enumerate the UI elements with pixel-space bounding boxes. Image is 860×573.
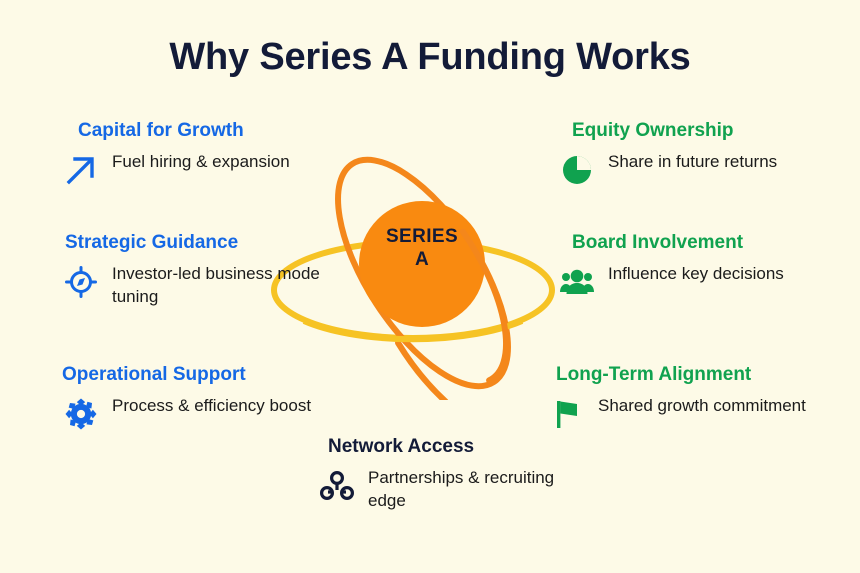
feature-description-network-access: Partnerships & recruiting edge	[368, 468, 555, 510]
feature-description-strategic-guidance: Investor-led business mode tuning	[112, 264, 320, 306]
feature-title-long-term-alignment: Long-Term Alignment	[556, 364, 752, 385]
feature-title-equity-ownership: Equity Ownership	[572, 120, 734, 141]
feature-description-equity-ownership: Share in future returns	[608, 152, 778, 171]
feature-body-capital-for-growth: Fuel hiring & expansion	[62, 149, 362, 189]
feature-body-strategic-guidance: Investor-led business mode tuning	[62, 261, 362, 308]
feature-operational-support: Operational Support	[62, 364, 362, 433]
feature-title-network-access: Network Access	[328, 436, 475, 457]
compass-icon	[62, 263, 100, 301]
feature-network-access: Network Access Partnerships & recruiting…	[318, 436, 568, 512]
feature-body-long-term-alignment: Shared growth commitment	[548, 393, 848, 433]
feature-strategic-guidance: Strategic Guidance Investor-led business…	[62, 232, 362, 308]
page-title: Why Series A Funding Works	[169, 36, 691, 78]
series-a-orbit-graphic: SERIES A	[268, 150, 578, 400]
feature-body-network-access: Partnerships & recruiting edge	[318, 465, 568, 512]
people-group-icon	[558, 263, 596, 301]
orbit-rings-icon	[271, 156, 555, 400]
flag-icon	[548, 395, 586, 433]
gear-icon	[62, 395, 100, 433]
feature-description-long-term-alignment: Shared growth commitment	[598, 396, 806, 415]
feature-board-involvement: Board Involvement Influence key decision…	[558, 232, 858, 301]
feature-title-capital-for-growth: Capital for Growth	[78, 120, 244, 141]
feature-capital-for-growth: Capital for Growth Fuel hiring & expansi…	[62, 120, 362, 189]
feature-body-operational-support: Process & efficiency boost	[62, 393, 362, 433]
feature-body-equity-ownership: Share in future returns	[558, 149, 858, 189]
feature-title-operational-support: Operational Support	[62, 364, 246, 385]
pie-chart-icon	[558, 151, 596, 189]
feature-long-term-alignment: Long-Term Alignment Shared growth commit…	[548, 364, 848, 433]
feature-body-board-involvement: Influence key decisions	[558, 261, 858, 301]
feature-equity-ownership: Equity Ownership Share in future returns	[558, 120, 858, 189]
feature-title-strategic-guidance: Strategic Guidance	[65, 232, 239, 253]
arrow-up-right-icon	[62, 151, 100, 189]
feature-description-board-involvement: Influence key decisions	[608, 264, 784, 283]
network-hub-icon	[318, 467, 356, 505]
feature-title-board-involvement: Board Involvement	[572, 232, 744, 253]
feature-description-operational-support: Process & efficiency boost	[112, 396, 312, 415]
feature-description-capital-for-growth: Fuel hiring & expansion	[112, 152, 290, 171]
